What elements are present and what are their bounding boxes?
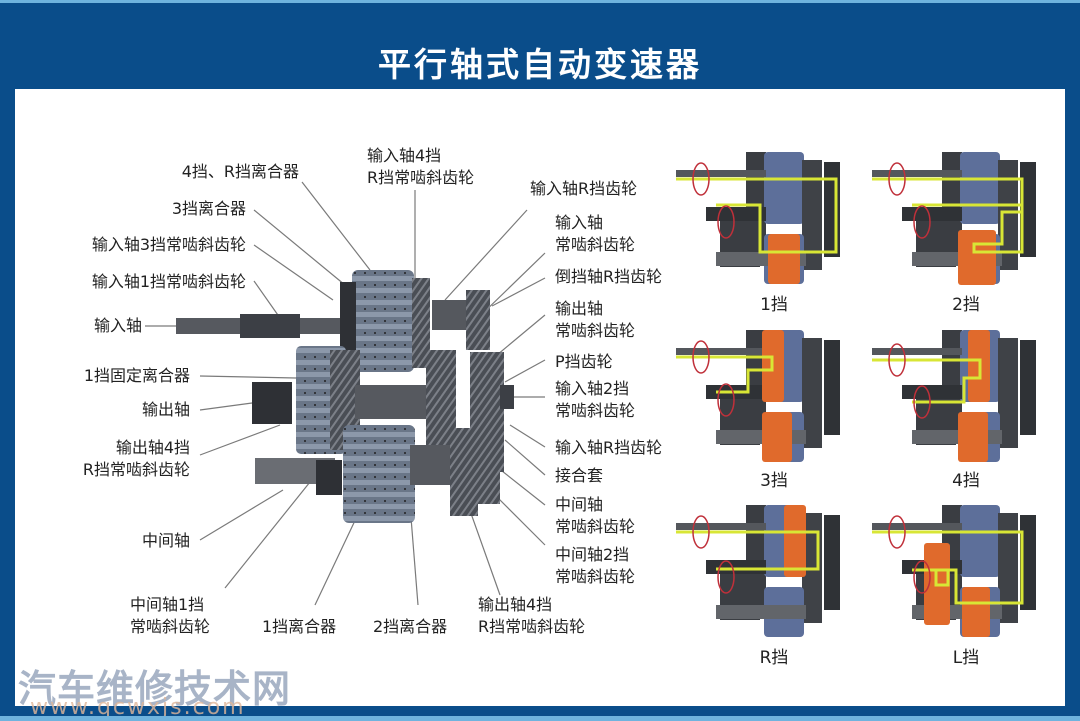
label-clutch-3: 3挡离合器 <box>171 199 246 218</box>
label-sleeve: 接合套 <box>555 466 604 485</box>
gear-1-caption: 1挡 <box>760 295 788 315</box>
label-clutch-1: 1挡离合器 <box>262 617 337 636</box>
title-band <box>0 0 1080 89</box>
watermark-text: 汽车维修技术网 <box>18 667 292 711</box>
gear-4-caption: 4挡 <box>952 471 980 491</box>
label-input-shaft: 输入轴 <box>93 316 142 335</box>
label-input-r-gear-top: 输入轴R挡齿轮 <box>530 179 638 198</box>
label-countershaft: 中间轴 <box>141 531 190 550</box>
label-park-gear: P挡齿轮 <box>555 352 613 371</box>
gear-3-diagram <box>676 330 840 462</box>
label-output-shaft: 输出轴 <box>141 400 190 419</box>
label-counter-1st-gear: 中间轴1挡 常啮斜齿轮 <box>130 595 211 636</box>
gear-r-caption: R挡 <box>759 648 789 668</box>
label-input-3rd-gear: 输入轴3挡常啮斜齿轮 <box>91 235 246 254</box>
label-counter-2nd-gear: 中间轴2挡 常啮斜齿轮 <box>555 545 636 586</box>
watermark-url: www.qcwxjs.com <box>30 695 246 720</box>
label-clutch-2: 2挡离合器 <box>373 617 448 636</box>
gear-1-diagram <box>676 152 840 284</box>
gear-l-diagram <box>872 505 1036 637</box>
label-output-constant-gear: 输出轴 常啮斜齿轮 <box>555 299 636 340</box>
label-counter-constant-gear: 中间轴 常啮斜齿轮 <box>555 495 636 536</box>
label-clutch-4-r: 4挡、R挡离合器 <box>181 162 299 181</box>
leader-lines <box>145 181 546 606</box>
gear-3-caption: 3挡 <box>760 471 788 491</box>
gear-2-caption: 2挡 <box>952 295 980 315</box>
label-input-constant-gear: 输入轴 常啮斜齿轮 <box>555 213 636 254</box>
page-title: 平行轴式自动变速器 <box>378 45 702 84</box>
gear-r-diagram <box>676 505 840 637</box>
label-1st-hold-clutch: 1挡固定离合器 <box>83 366 190 385</box>
label-input-1st-gear: 输入轴1挡常啮斜齿轮 <box>91 272 246 291</box>
label-output-4-r-gear: 输出轴4挡 R挡常啮斜齿轮 <box>82 438 190 479</box>
clutch-drum-upper <box>352 270 414 372</box>
gear-2-diagram <box>872 152 1036 285</box>
gear-l-caption: L挡 <box>952 648 980 668</box>
bottom-stripe <box>0 716 1080 721</box>
gear-4-diagram <box>872 330 1036 462</box>
clutch-drum-lower <box>343 425 415 523</box>
label-reverse-idler-gear: 倒挡轴R挡齿轮 <box>555 267 663 286</box>
label-input-r-gear: 输入轴R挡齿轮 <box>555 438 663 457</box>
label-input-2nd-gear: 输入轴2挡 常啮斜齿轮 <box>555 379 636 420</box>
label-output-4-r-gear-bottom: 输出轴4挡 R挡常啮斜齿轮 <box>478 595 586 636</box>
label-input-4-r-gear: 输入轴4挡 R挡常啮斜齿轮 <box>367 146 475 187</box>
